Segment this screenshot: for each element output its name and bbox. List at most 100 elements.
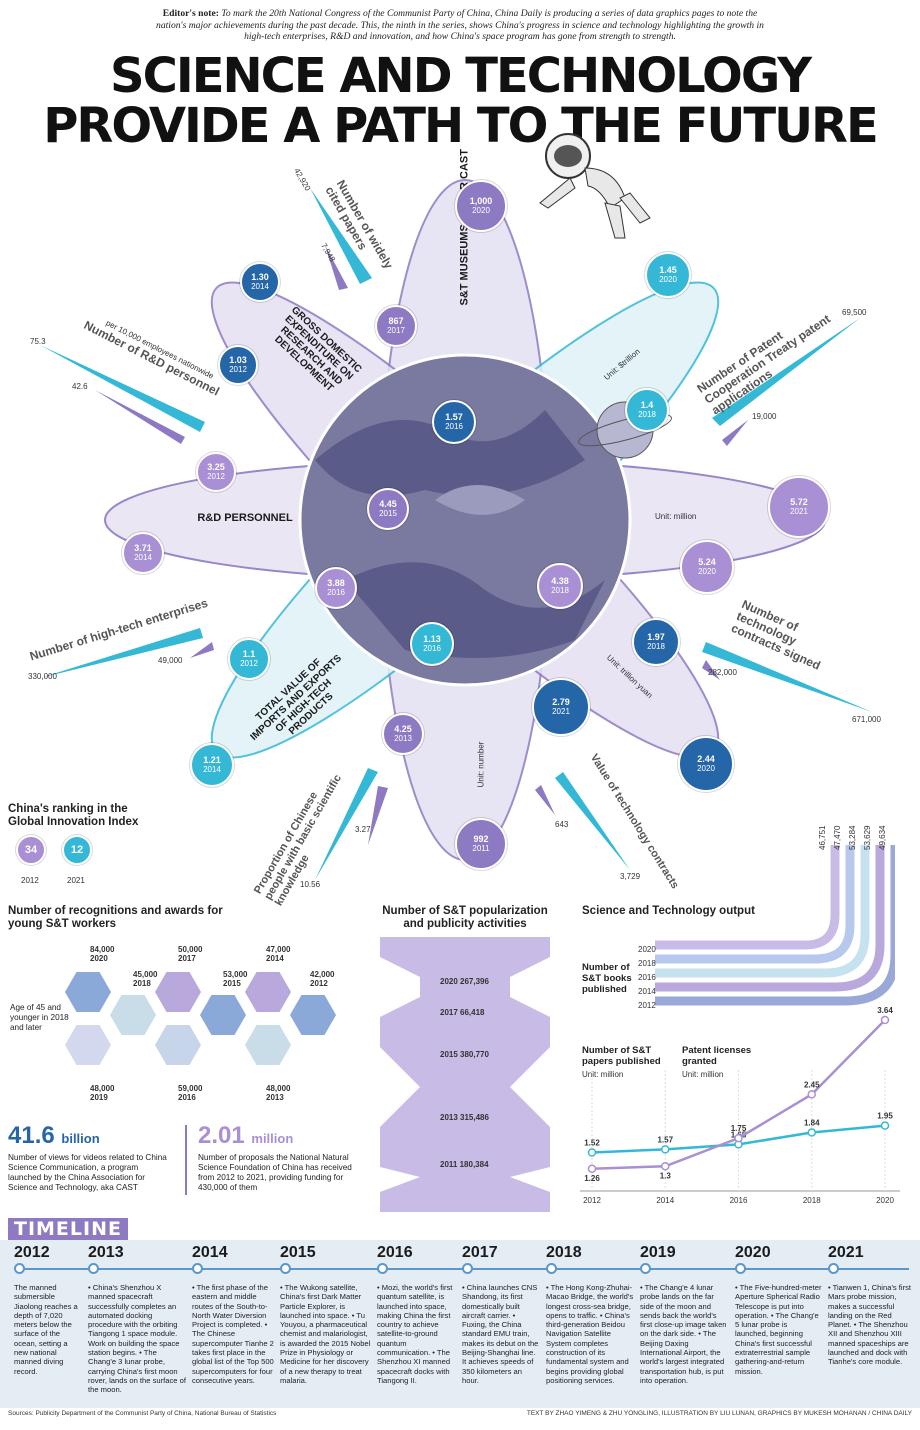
spike-pct-2021: 69,500 [842,308,867,317]
timeline-dot-2015 [280,1263,291,1274]
headline-line2: PROVIDE A PATH TO THE FUTURE [43,98,879,154]
data-label: 1.57 [657,1135,673,1144]
x-tick-label: 2012 [583,1196,601,1205]
orbit-illustration [104,179,826,861]
astronaut-icon [539,133,651,239]
books-value-2014: 53,629 [863,825,872,850]
data-point [661,1145,670,1154]
gii-year1: 2012 [21,876,39,885]
spike-literacy-2010: 3.27 [355,825,371,834]
data-point [807,1090,816,1099]
papers-label: Number of S&T papers published [582,1045,661,1067]
data-label: 1.95 [877,1112,893,1121]
books-year-2020: 2020 [638,945,656,954]
data-point [587,1164,597,1173]
pop-row-2015: 2015 380,770 [440,1050,489,1059]
data-label: 3.64 [877,1006,893,1015]
spike-rd-2021: 75.3 [30,337,46,346]
timeline-dot-2012 [14,1263,25,1274]
x-tick-label: 2020 [876,1196,894,1205]
proposals-figure: 2.01 million [198,1122,294,1149]
books-label: Number of S&T books published [582,962,632,995]
pop-row-2020: 2020 267,396 [440,977,489,986]
data-label: 1.3 [660,1171,672,1180]
books-year-2012: 2012 [638,1001,656,1010]
timeline-year: 2015 [280,1244,316,1261]
timeline-dot-2014 [192,1263,203,1274]
timeline-text: • The Hong Kong-Zhuhai-Macao Bridge, the… [546,1283,634,1385]
timeline-text: • The Chang'e 4 lunar probe lands on the… [640,1283,727,1385]
spike-value-2021: 3,729 [620,872,641,881]
pop-row-2017: 2017 66,418 [440,1008,485,1017]
books-ribbons [655,845,895,1006]
gii-2021-badge: 12 [62,835,92,865]
books-year-2014: 2014 [638,987,656,996]
timeline-dot-2019 [640,1263,651,1274]
data-label: 1.52 [584,1139,600,1148]
award-hex [200,995,246,1035]
gii-title: China's ranking in the Global Innovation… [8,803,139,828]
award-hex [245,972,291,1012]
gii-2012-badge: 34 [16,835,46,865]
timeline-dot-2021 [828,1263,839,1274]
books-value-2016: 53,284 [848,825,857,850]
sources: Sources: Publicity Department of the Com… [8,1410,277,1417]
data-point [880,1121,890,1130]
spike-hte-2021: 330,000 [28,672,57,681]
books-year-2016: 2016 [638,973,656,982]
timeline-year: 2016 [377,1244,413,1261]
views-text: Number of views for videos related to Ch… [8,1153,167,1192]
awards-age-note: Age of 45 and younger in 2018 and later [10,1003,69,1032]
timeline-axis [14,1268,909,1270]
timeline-dot-2020 [735,1263,746,1274]
timeline-title: TIMELINE [8,1218,128,1240]
data-label: 1.84 [804,1119,820,1128]
proposals-text: Number of proposals the National Natural… [198,1153,352,1192]
unit-personnel: Unit: million [655,512,697,521]
timeline-year: 2020 [735,1244,771,1261]
timeline-year: 2019 [640,1244,676,1261]
award-hex [155,1025,201,1065]
books-value-2012: 49,634 [878,825,887,850]
credits: TEXT BY ZHAO YIMENG & ZHU YONGLING, ILLU… [526,1410,912,1417]
award-hex [65,972,111,1012]
headline-line1: SCIENCE AND TECHNOLOGY [110,48,812,104]
timeline-year: 2013 [88,1244,124,1261]
data-point [661,1162,670,1171]
views-figure: 41.6 billion [8,1122,100,1149]
data-label: 2.45 [804,1080,820,1089]
timeline-year: 2014 [192,1244,228,1261]
timeline-dot-2018 [546,1263,557,1274]
divider [185,1125,187,1195]
spike-pct-2012: 19,000 [752,412,777,421]
timeline-text: • China launches CNS Shandong, its first… [462,1283,539,1385]
award-hex [65,1025,111,1065]
timeline-year: 2012 [14,1244,50,1261]
timeline-dot-2016 [377,1263,388,1274]
x-tick-label: 2018 [803,1196,821,1205]
timeline-dot-2017 [462,1263,473,1274]
editors-note: Editor's note: To mark the 20th National… [156,8,764,42]
pop-row-2013: 2013 315,486 [440,1113,489,1122]
timeline-text: The manned submersible Jiaolong reaches … [14,1283,78,1376]
